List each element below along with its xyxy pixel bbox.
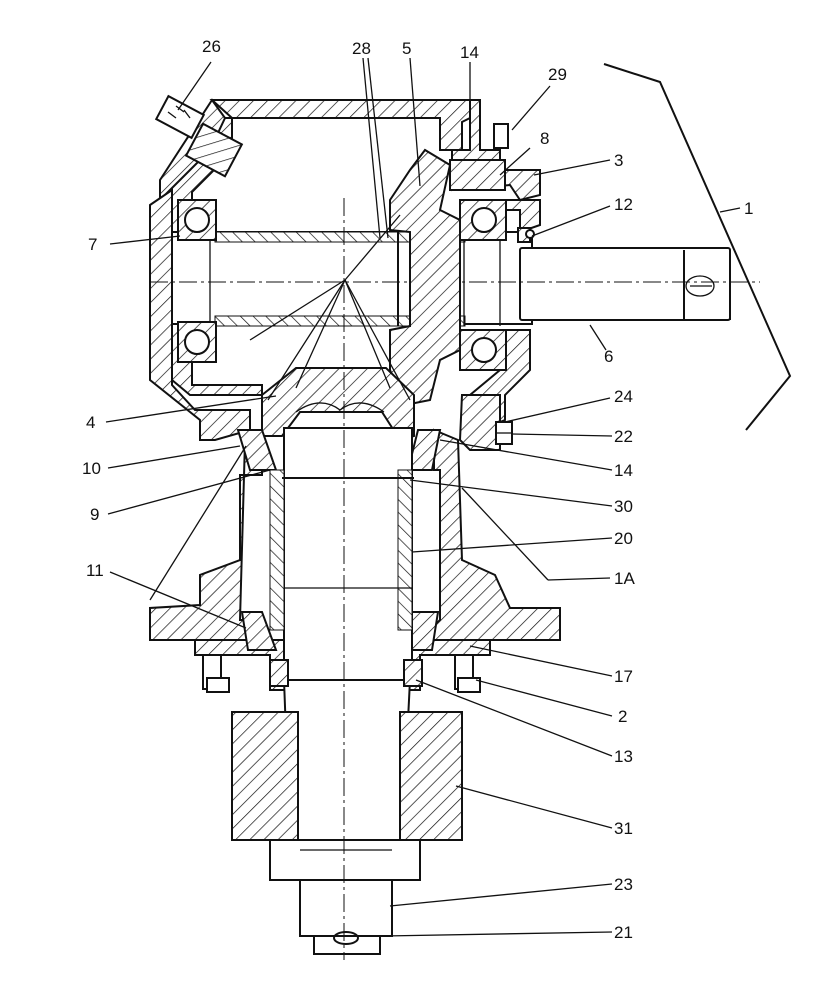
leader-lines: [105, 57, 741, 937]
pitch-cone-lines: [249, 214, 411, 401]
callout-14-top: 14: [460, 43, 479, 62]
callout-8: 8: [540, 129, 549, 148]
callout-21: 21: [614, 923, 633, 942]
callout-5: 5: [402, 39, 411, 58]
breather-plug: [154, 94, 244, 178]
cover-bolt: [493, 123, 509, 149]
callout-2: 2: [618, 707, 627, 726]
drain-plug: [495, 421, 513, 445]
shaft-bearings: [177, 199, 507, 371]
callout-31: 31: [614, 819, 633, 838]
callout-1A: 1A: [614, 569, 635, 588]
callout-23: 23: [614, 875, 633, 894]
callout-1: 1: [744, 199, 753, 218]
callout-7: 7: [88, 235, 97, 254]
callout-13: 13: [614, 747, 633, 766]
callout-24: 24: [614, 387, 633, 406]
callout-4: 4: [86, 413, 95, 432]
output-shaft: [269, 427, 414, 841]
assembly-bracket: [603, 63, 792, 431]
callout-labels: 26 28 5 14 29 8 3 1 12 7 6 4 24 22 10 14…: [82, 37, 753, 942]
callout-28: 28: [352, 39, 371, 58]
callout-11: 11: [86, 561, 104, 580]
callout-10: 10: [82, 459, 101, 478]
drive-bevel-gear: [389, 148, 461, 407]
circlip: [517, 227, 535, 243]
callout-14-mid: 14: [614, 461, 633, 480]
input-shaft: [171, 231, 731, 327]
callout-9: 9: [90, 505, 99, 524]
callout-17: 17: [614, 667, 633, 686]
callout-22: 22: [614, 427, 633, 446]
output-hub: [231, 711, 463, 955]
callout-26: 26: [202, 37, 221, 56]
callout-30: 30: [614, 497, 633, 516]
callout-3: 3: [614, 151, 623, 170]
callout-20: 20: [614, 529, 633, 548]
callout-29: 29: [548, 65, 567, 84]
callout-6: 6: [604, 347, 613, 366]
flange-bolts: [202, 654, 481, 693]
callout-12: 12: [614, 195, 633, 214]
oil-seal: [269, 659, 423, 687]
